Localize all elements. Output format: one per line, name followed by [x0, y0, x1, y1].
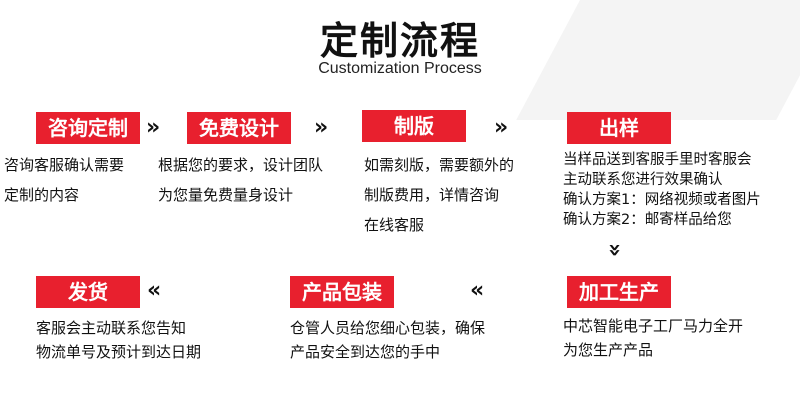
step-desc-line: 定制的内容 — [4, 186, 80, 204]
step-desc-line: 为您生产产品 — [563, 341, 654, 359]
step-desc-line: 确认方案2：邮寄样品给您 — [563, 212, 732, 228]
arrow-right-icon: » — [314, 115, 329, 140]
step-desc-line: 为您量免费量身设计 — [158, 186, 294, 204]
step-desc-line: 咨询客服确认需要 — [4, 156, 125, 174]
step-desc-design: 根据您的要求，设计团队 为您量免费量身设计 — [158, 150, 323, 210]
step-desc-line: 仓管人员给您细心包装，确保 — [290, 319, 486, 337]
step-desc-plate: 如需刻版，需要额外的 制版费用，详情咨询 在线客服 — [364, 150, 514, 240]
step-desc-line: 当样品送到客服手里时客服会 — [563, 152, 752, 168]
step-badge-packaging: 产品包装 — [290, 276, 394, 308]
arrow-right-icon: » — [146, 115, 161, 140]
step-desc-line: 中芯智能电子工厂马力全开 — [563, 317, 744, 335]
step-desc-line: 主动联系您进行效果确认 — [563, 172, 723, 188]
step-desc-line: 制版费用，详情咨询 — [364, 186, 500, 204]
step-desc-sample: 当样品送到客服手里时客服会 主动联系您进行效果确认 确认方案1：网络视频或者图片… — [563, 150, 761, 230]
step-desc-packaging: 仓管人员给您细心包装，确保 产品安全到达您的手中 — [290, 316, 485, 364]
step-desc-consult: 咨询客服确认需要 定制的内容 — [4, 150, 124, 210]
step-badge-sample: 出样 — [567, 112, 671, 144]
step-desc-line: 如需刻版，需要额外的 — [364, 156, 515, 174]
step-desc-production: 中芯智能电子工厂马力全开 为您生产产品 — [563, 314, 743, 362]
step-desc-line: 物流单号及预计到达日期 — [36, 343, 202, 361]
step-badge-consult: 咨询定制 — [36, 112, 140, 144]
page-subtitle: Customization Process — [318, 60, 482, 77]
step-badge-plate: 制版 — [362, 110, 466, 142]
step-desc-shipping: 客服会主动联系您告知 物流单号及预计到达日期 — [36, 316, 201, 364]
arrow-left-icon: « — [147, 278, 162, 303]
step-desc-line: 根据您的要求，设计团队 — [158, 156, 324, 174]
step-desc-line: 在线客服 — [364, 216, 425, 234]
step-desc-line: 确认方案1：网络视频或者图片 — [563, 192, 761, 208]
arrow-right-icon: » — [494, 115, 509, 140]
step-badge-design: 免费设计 — [187, 112, 291, 144]
step-badge-production: 加工生产 — [567, 276, 671, 308]
step-desc-line: 产品安全到达您的手中 — [290, 343, 441, 361]
arrow-left-icon: « — [470, 278, 485, 303]
step-desc-line: 客服会主动联系您告知 — [36, 319, 187, 337]
step-badge-shipping: 发货 — [36, 276, 140, 308]
arrow-down-icon: » — [602, 242, 628, 258]
page-title: 定制流程 — [319, 19, 480, 63]
